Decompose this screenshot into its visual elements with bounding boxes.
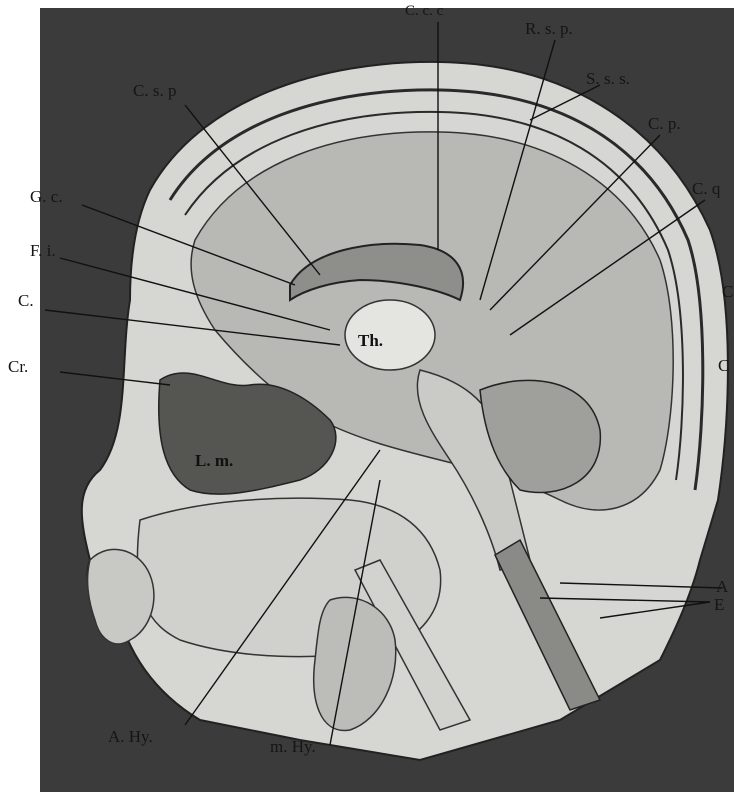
label-c-left: C. bbox=[18, 292, 34, 309]
label-g-c: G. c. bbox=[30, 188, 63, 205]
label-a-hy: A. Hy. bbox=[108, 728, 153, 745]
label-c-q: C. q bbox=[692, 180, 720, 197]
label-right-c1: C bbox=[722, 283, 733, 300]
label-top-center: C. c. c bbox=[405, 4, 443, 19]
label-cr: Cr. bbox=[8, 358, 28, 375]
label-m-hy: m. Hy. bbox=[270, 738, 316, 755]
label-l-m: L. m. bbox=[195, 452, 233, 469]
label-e-right: E bbox=[714, 596, 724, 613]
label-s-s-s: S. s. s. bbox=[586, 70, 630, 87]
label-c-s-p: C. s. p bbox=[133, 82, 176, 99]
label-f-i: F. i. bbox=[30, 242, 56, 259]
label-r-s-p: R. s. p. bbox=[525, 20, 573, 37]
label-c-p: C. p. bbox=[648, 115, 681, 132]
label-thalamus: Th. bbox=[358, 332, 383, 349]
label-right-c2: C bbox=[718, 357, 729, 374]
label-a-right: A bbox=[716, 578, 728, 595]
